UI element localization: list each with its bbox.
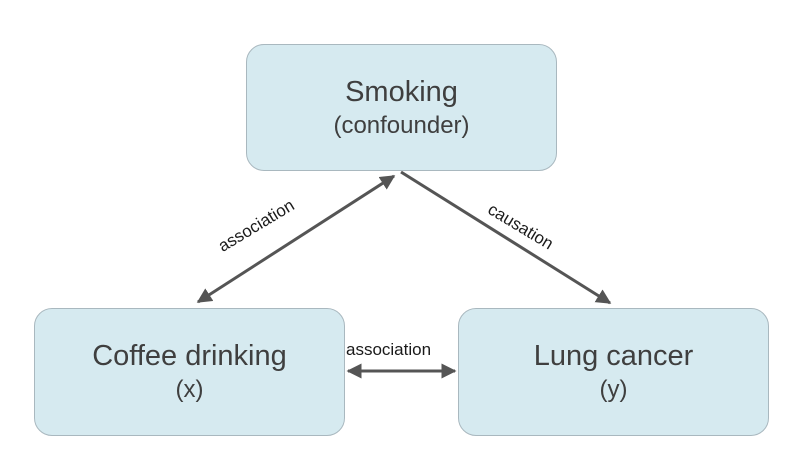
edge-label-coffee-lung: association <box>346 340 432 359</box>
node-lung-title: Lung cancer <box>533 340 694 372</box>
node-coffee-subtitle: (x) <box>175 376 204 403</box>
edge-smoking-coffee <box>196 174 396 304</box>
node-coffee-title: Coffee drinking <box>92 340 287 372</box>
node-lung-cancer: Lung cancer (y) <box>458 308 769 436</box>
node-lung-subtitle: (y) <box>599 376 628 403</box>
node-smoking: Smoking (confounder) <box>246 44 557 171</box>
node-coffee-drinking: Coffee drinking (x) <box>34 308 345 436</box>
node-smoking-subtitle: (confounder) <box>333 111 470 139</box>
node-smoking-title: Smoking <box>345 75 458 108</box>
edge-smoking-lung <box>400 170 612 305</box>
